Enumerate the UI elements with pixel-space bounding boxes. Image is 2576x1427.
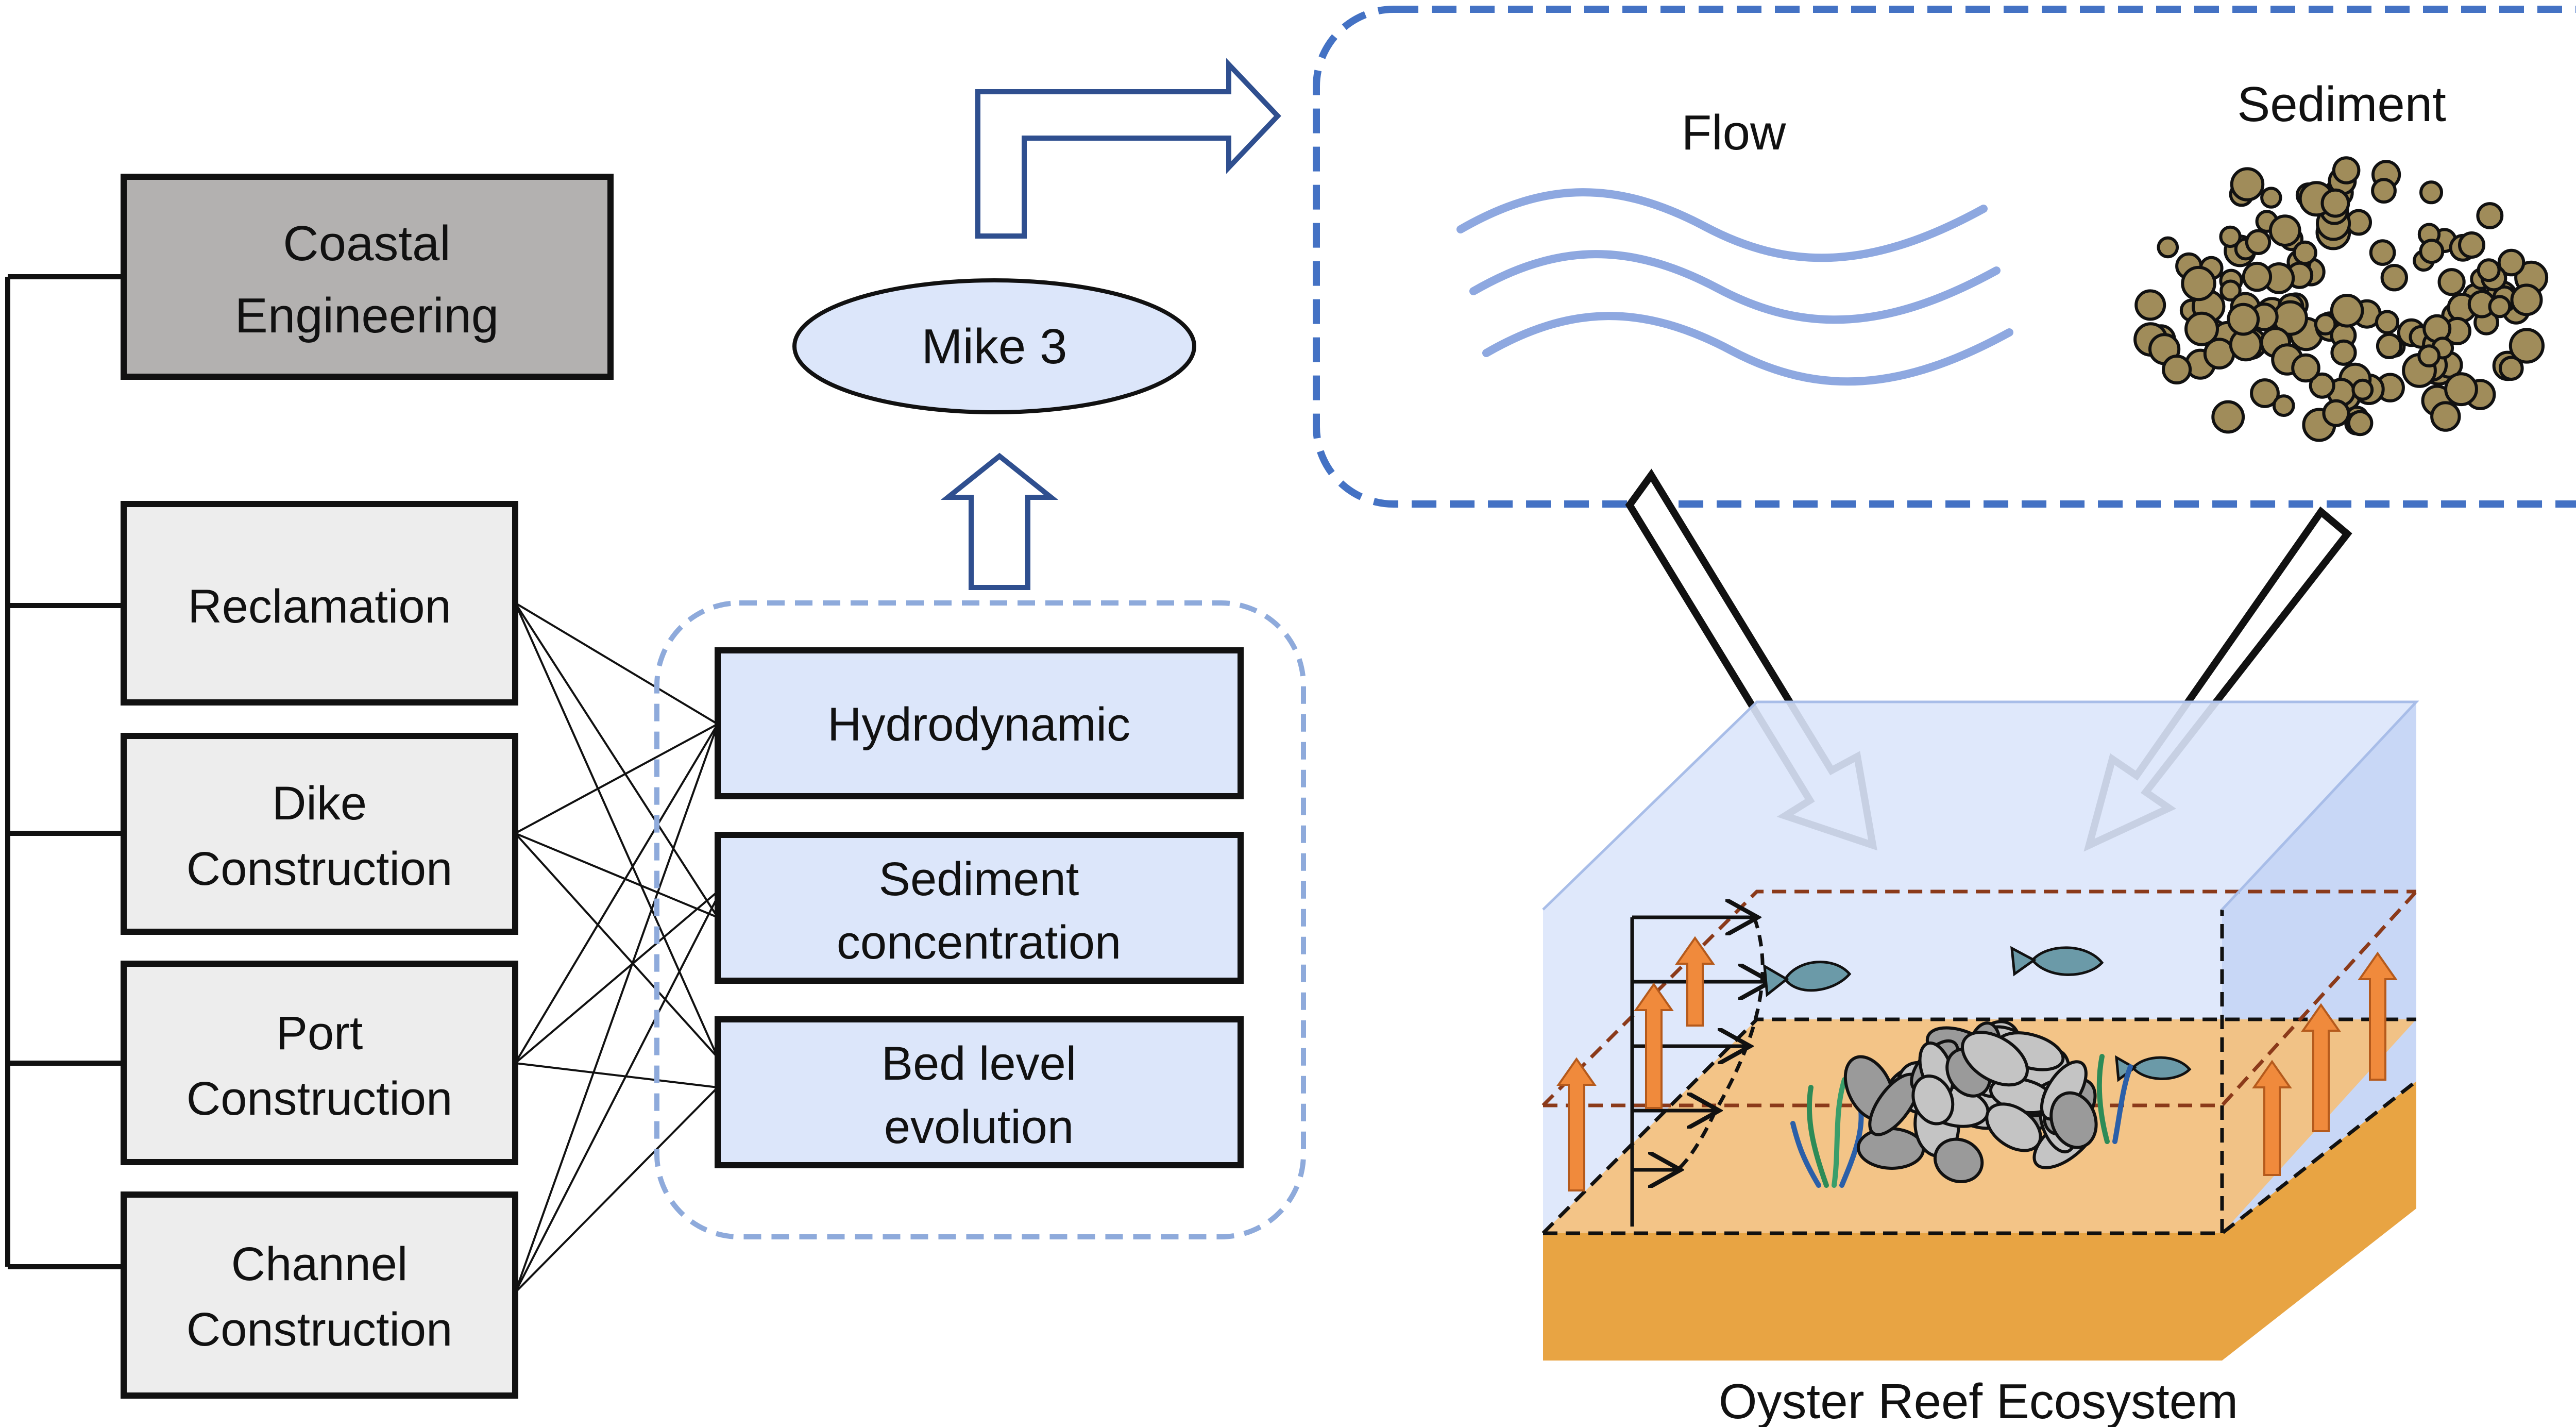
process-box-bed-level-evolution: Bed level evolution: [715, 1016, 1244, 1168]
project-label-line1: Dike: [272, 777, 367, 830]
sediment-particle: [2320, 188, 2350, 218]
sediment-particle: [2371, 178, 2397, 204]
sediment-particle: [2322, 399, 2350, 427]
process-label-line1: Sediment: [879, 853, 1079, 905]
process-label-line2: concentration: [837, 916, 1121, 969]
oyster-shell: [1856, 1127, 1925, 1170]
flow-wave-icon: [1456, 188, 2013, 386]
process-box-hydrodynamic: Hydrodynamic: [715, 647, 1244, 799]
sediment-particle: [2230, 167, 2265, 202]
project-box-dike-construction: Dike Construction: [121, 733, 518, 935]
oyster-shell: [1911, 1075, 1955, 1126]
sediment-particle: [2380, 264, 2408, 292]
sediment-particle: [2291, 353, 2320, 383]
oyster-reef-icon: [1843, 1020, 2098, 1183]
project-box-reclamation: Reclamation: [121, 501, 518, 706]
oyster-shell: [2049, 1091, 2098, 1149]
sediment-particle: [2332, 156, 2361, 184]
arrow-bent-right-icon: [975, 58, 1281, 239]
project-box-channel-construction: Channel Construction: [121, 1191, 518, 1399]
sediment-particle: [2477, 258, 2501, 282]
sediment-particle: [2181, 265, 2216, 301]
sediment-particle: [2509, 328, 2545, 364]
oyster-shell: [1933, 1137, 1984, 1183]
sediment-particle: [2219, 225, 2242, 248]
coastal-engineering-title-line1: Coastal: [283, 216, 451, 271]
project-label-line2: Construction: [187, 843, 452, 895]
sediment-particle: [2419, 239, 2445, 264]
sediment-particle: [2268, 214, 2301, 247]
sediment-particle: [2184, 311, 2219, 346]
seagrass-icon: [1790, 1077, 1864, 1188]
fish-icon: [2115, 1055, 2192, 1082]
connection-lines: [514, 602, 719, 1294]
fish-icon: [2010, 946, 2104, 977]
sediment-particle: [2499, 356, 2524, 381]
project-label-line2: Construction: [187, 1072, 452, 1125]
oyster-reef-ecosystem-block: [1541, 700, 2419, 1361]
sediment-particle: [2293, 240, 2317, 265]
sediment-particle: [2330, 339, 2357, 366]
process-label-line2: evolution: [884, 1101, 1074, 1153]
sediment-particle: [2510, 283, 2543, 316]
process-label-line1: Bed level: [882, 1037, 1076, 1090]
project-label-line2: Construction: [187, 1303, 452, 1356]
sediment-particle: [2444, 372, 2478, 407]
sediment-particle: [2219, 279, 2242, 302]
project-label-line1: Port: [276, 1007, 363, 1060]
mike3-model-node: Mike 3: [792, 278, 1196, 414]
sediment-particle: [2227, 303, 2260, 336]
sediment-particle: [2250, 378, 2280, 408]
sediment-label: Sediment: [2237, 77, 2446, 132]
sediment-particle: [2162, 355, 2192, 384]
sediment-particle: [2369, 239, 2396, 266]
oyster-shell: [1985, 1102, 2042, 1152]
project-box-port-construction: Port Construction: [121, 961, 518, 1165]
sediment-particle: [2314, 313, 2337, 336]
arrow-up-icon: [940, 452, 1059, 590]
sediment-particle: [2134, 289, 2166, 321]
fish-icon: [1763, 961, 1852, 997]
sediment-particle: [2417, 344, 2441, 367]
coastal-engineering-box: Coastal Engineering: [121, 174, 614, 380]
sediment-particle: [2376, 332, 2403, 360]
sediment-particle: [2458, 231, 2485, 259]
sediment-particle: [2497, 248, 2526, 277]
ecosystem-label: Oyster Reef Ecosystem: [1719, 1374, 2238, 1427]
coastal-engineering-title-line2: Engineering: [235, 288, 499, 343]
sediment-particle: [2272, 394, 2295, 417]
process-group-dashed-border: [654, 600, 1306, 1239]
seagrass-icon: [2096, 1054, 2133, 1144]
outputs-dashed-border: [1313, 6, 2576, 508]
sediment-particle: [2375, 310, 2400, 334]
sediment-particle: [2211, 400, 2245, 434]
mike3-label: Mike 3: [922, 319, 1067, 374]
sediment-particle: [2347, 410, 2374, 437]
sediment-particle: [2309, 372, 2335, 399]
process-label: Hydrodynamic: [827, 698, 1130, 751]
sediment-particle: [2476, 202, 2504, 229]
sediment-particle: [2488, 295, 2512, 318]
project-label: Reclamation: [188, 580, 451, 633]
engineering-tree: [5, 274, 124, 1269]
sediment-particles-icon: [2133, 156, 2549, 442]
sediment-particle: [2430, 401, 2461, 432]
sediment-particle: [2419, 180, 2443, 205]
sediment-particle: [2330, 294, 2364, 328]
oyster-shell: [1960, 1031, 2029, 1087]
flow-label: Flow: [1682, 105, 1786, 160]
sediment-particle: [2260, 187, 2282, 209]
process-box-sediment-concentration: Sediment concentration: [715, 832, 1244, 984]
sediment-particle: [2351, 378, 2374, 401]
sediment-particle: [2157, 236, 2179, 259]
sediment-particle: [2242, 261, 2273, 292]
project-label-line1: Channel: [231, 1238, 408, 1290]
sediment-particle: [2245, 229, 2272, 255]
sediment-particle: [2437, 268, 2466, 296]
